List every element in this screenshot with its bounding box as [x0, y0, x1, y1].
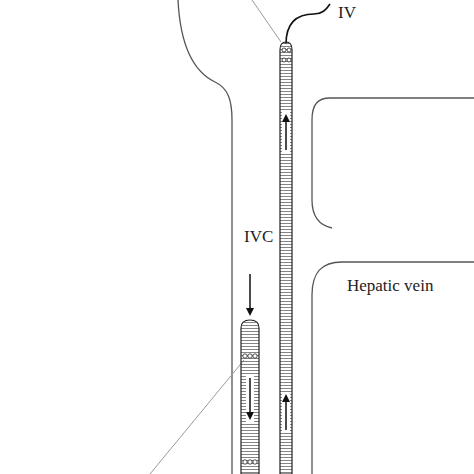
- ivc-right-wall: [312, 98, 474, 200]
- side-hole: [287, 58, 291, 62]
- flow-arrow: [249, 274, 251, 312]
- side-hole: [287, 48, 291, 52]
- short-catheter: [241, 320, 259, 474]
- iv-tubing: [286, 4, 330, 44]
- flow-arrow: [249, 378, 251, 416]
- catheter-label: IV: [338, 4, 356, 21]
- flow-arrow: [285, 118, 287, 150]
- side-hole: [253, 354, 257, 358]
- flow-arrow: [285, 398, 287, 430]
- side-hole: [282, 48, 286, 52]
- vessel-label: Hepatic vein: [347, 277, 433, 294]
- hepatic-vein-lower-wall: [312, 262, 474, 474]
- side-hole: [243, 460, 247, 464]
- side-hole: [282, 58, 286, 62]
- hepatic-vein-upper-wall: [312, 200, 332, 228]
- side-hole: [243, 354, 247, 358]
- ivc-left-wall: [178, 0, 232, 474]
- arrow-ground: [282, 112, 290, 152]
- vessel-label: IVC: [244, 228, 273, 245]
- side-hole: [248, 460, 252, 464]
- arrow-ground: [282, 392, 290, 432]
- side-hole: [248, 354, 252, 358]
- side-hole: [253, 460, 257, 464]
- long-catheter: [280, 42, 292, 474]
- leader-line: [150, 360, 244, 474]
- leader-line: [252, 0, 281, 42]
- spacer: [332, 228, 348, 262]
- arrow-ground: [246, 376, 254, 424]
